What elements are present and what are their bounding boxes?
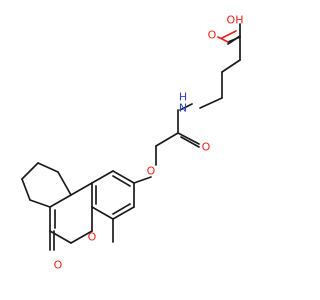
bond: [70, 230, 93, 244]
bond: [70, 182, 93, 196]
bond: [21, 162, 39, 180]
cyclopentane-ring: [21, 162, 72, 208]
amide-n-label: N: [179, 102, 187, 115]
bond: [112, 170, 135, 184]
amide-nitrogen-label: H N: [179, 91, 187, 115]
bond: [155, 132, 179, 147]
bond: [91, 170, 114, 184]
pyranone-ring: [49, 182, 93, 244]
acid-carbonyl-bond-2: [221, 30, 237, 39]
hydroxyl-label: OH: [227, 14, 244, 27]
amide-linkage: [155, 103, 200, 166]
acid-oxygen-label: O: [208, 29, 217, 42]
bond: [199, 97, 223, 109]
bond: [91, 206, 114, 220]
amide-hydrogen-label: H: [179, 91, 187, 104]
acid-carbonyl-bond: [227, 35, 241, 45]
bond: [217, 36, 229, 43]
ring-oxygen-label: O: [88, 231, 97, 244]
bond: [112, 203, 131, 215]
bond: [180, 136, 200, 148]
bond: [179, 103, 193, 111]
bond: [57, 171, 72, 196]
bond: [21, 178, 31, 201]
bond: [29, 199, 51, 208]
bond: [221, 59, 241, 73]
keto-oxygen-label: O: [54, 259, 63, 272]
ether-oxygen-label: O: [147, 165, 156, 178]
bond: [49, 194, 72, 208]
bond: [112, 175, 131, 187]
bond: [37, 162, 59, 173]
benzene-ring: [91, 170, 135, 220]
amide-oxygen-label: O: [202, 141, 211, 154]
carboxylic-acid-group: [199, 23, 241, 109]
molecule-structure: OH O H N O O O O: [21, 14, 244, 272]
ether-bond: [133, 176, 152, 184]
bond: [177, 132, 200, 145]
bond: [112, 206, 135, 220]
